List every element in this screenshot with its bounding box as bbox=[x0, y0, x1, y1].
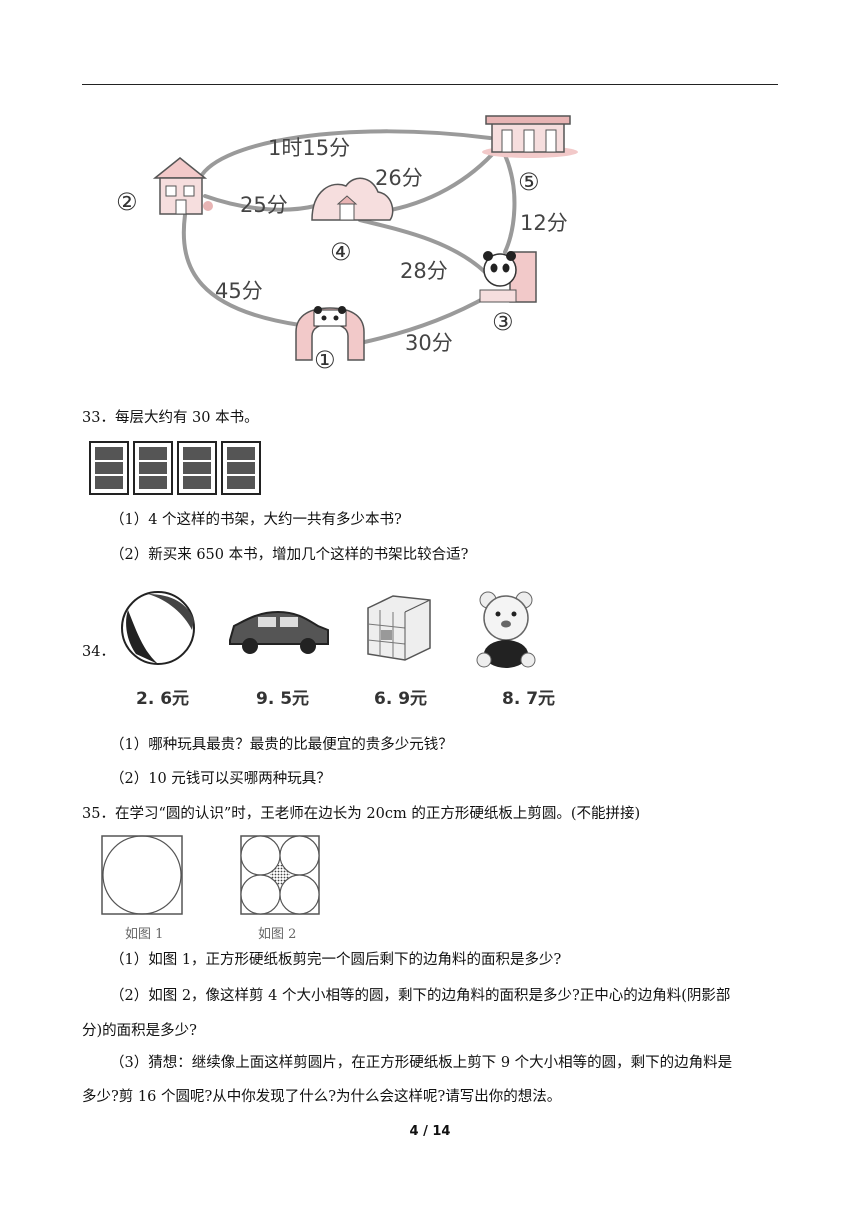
route-label-25: 25分 bbox=[240, 193, 288, 217]
route-label-1h15: 1时15分 bbox=[268, 136, 350, 160]
q35-sub-2-line-2: 分)的面积是多少? bbox=[82, 1023, 197, 1039]
question-number: 33． bbox=[82, 410, 115, 426]
q33-sub-1: （1）4 个这样的书架，大约一共有多少本书? bbox=[110, 512, 402, 528]
bookshelf-icon bbox=[89, 441, 129, 495]
ball-icon bbox=[121, 591, 195, 665]
bookshelves-image bbox=[89, 441, 261, 495]
figure-1-caption: 如图 1 bbox=[125, 927, 164, 942]
route-2-1 bbox=[181, 213, 302, 327]
q35-sub-2-line-1: （2）如图 2，像这样剪 4 个大小相等的圆，剩下的边角料的面积是多少?正中心的… bbox=[110, 988, 731, 1004]
header-rule bbox=[82, 84, 778, 85]
bookshelf-icon bbox=[221, 441, 261, 495]
cube-icon bbox=[367, 595, 431, 661]
node-label-3: ③ bbox=[492, 308, 514, 336]
route-label-28: 28分 bbox=[400, 259, 448, 283]
route-5-3 bbox=[503, 153, 517, 254]
bear-icon bbox=[476, 591, 536, 668]
q35-sub-3-line-1: （3）猜想：继续像上面这样剪圆片，在正方形硬纸板上剪下 9 个大小相等的圆，剩下… bbox=[110, 1055, 733, 1071]
price-ball: 2. 6元 bbox=[136, 689, 190, 709]
question-35: 35．在学习“圆的认识”时，王老师在边长为 20cm 的正方形硬纸板上剪圆。(不… bbox=[82, 804, 640, 824]
question-text: 在学习“圆的认识”时，王老师在边长为 20cm 的正方形硬纸板上剪圆。(不能拼接… bbox=[114, 806, 641, 822]
question-33: 33．每层大约有 30 本书。 bbox=[82, 408, 259, 428]
price-car: 9. 5元 bbox=[256, 689, 310, 709]
question-34-number: 34． bbox=[82, 644, 115, 660]
route-label-45: 45分 bbox=[215, 279, 263, 303]
temple-icon bbox=[482, 115, 578, 158]
q34-sub-1: （1）哪种玩具最贵？最贵的比最便宜的贵多少元钱？ bbox=[110, 737, 453, 753]
bookshelf-icon bbox=[133, 441, 173, 495]
q35-sub-3-line-2: 多少?剪 16 个圆呢?从中你发现了什么?为什么会这样呢?请写出你的想法。 bbox=[82, 1089, 562, 1105]
figure-1 bbox=[101, 835, 183, 915]
route-4-3 bbox=[358, 218, 487, 274]
route-label-30: 30分 bbox=[405, 331, 453, 355]
route-label-12: 12分 bbox=[520, 211, 568, 235]
question-text: 每层大约有 30 本书。 bbox=[114, 410, 259, 426]
route-4-5 bbox=[378, 146, 500, 214]
node-label-4: ④ bbox=[330, 238, 352, 266]
page-number: 4 / 14 bbox=[409, 1124, 451, 1139]
circle-figures bbox=[101, 835, 320, 915]
q35-sub-1: （1）如图 1，正方形硬纸板剪完一个圆后剩下的边角料的面积是多少? bbox=[110, 952, 562, 968]
q34-sub-2: （2）10 元钱可以买哪两种玩具？ bbox=[110, 771, 331, 787]
route-label-26: 26分 bbox=[375, 166, 423, 190]
route-2-4 bbox=[203, 194, 317, 212]
panda-gate-icon bbox=[295, 306, 365, 361]
bookshelf-icon bbox=[177, 441, 217, 495]
node-label-2: ② bbox=[116, 188, 138, 216]
hill-icon bbox=[311, 177, 394, 221]
price-cube: 6. 9元 bbox=[374, 689, 428, 709]
car-icon bbox=[229, 610, 329, 654]
figure-2 bbox=[240, 835, 320, 915]
price-bear: 8. 7元 bbox=[502, 689, 556, 709]
toys-image bbox=[121, 591, 536, 668]
route-map: 1时15分 26分 25分 12分 28分 45分 30分 ② ④ ⑤ ③ ① bbox=[116, 115, 578, 374]
figure-2-caption: 如图 2 bbox=[258, 927, 297, 942]
panda-building-icon bbox=[479, 251, 537, 303]
route-2-5 bbox=[198, 129, 492, 180]
node-label-5: ⑤ bbox=[518, 168, 540, 196]
question-number: 35． bbox=[82, 806, 115, 822]
q33-sub-2: （2）新买来 650 本书，增加几个这样的书架比较合适? bbox=[110, 547, 469, 563]
house-icon bbox=[152, 157, 213, 215]
node-label-1: ① bbox=[314, 346, 336, 374]
